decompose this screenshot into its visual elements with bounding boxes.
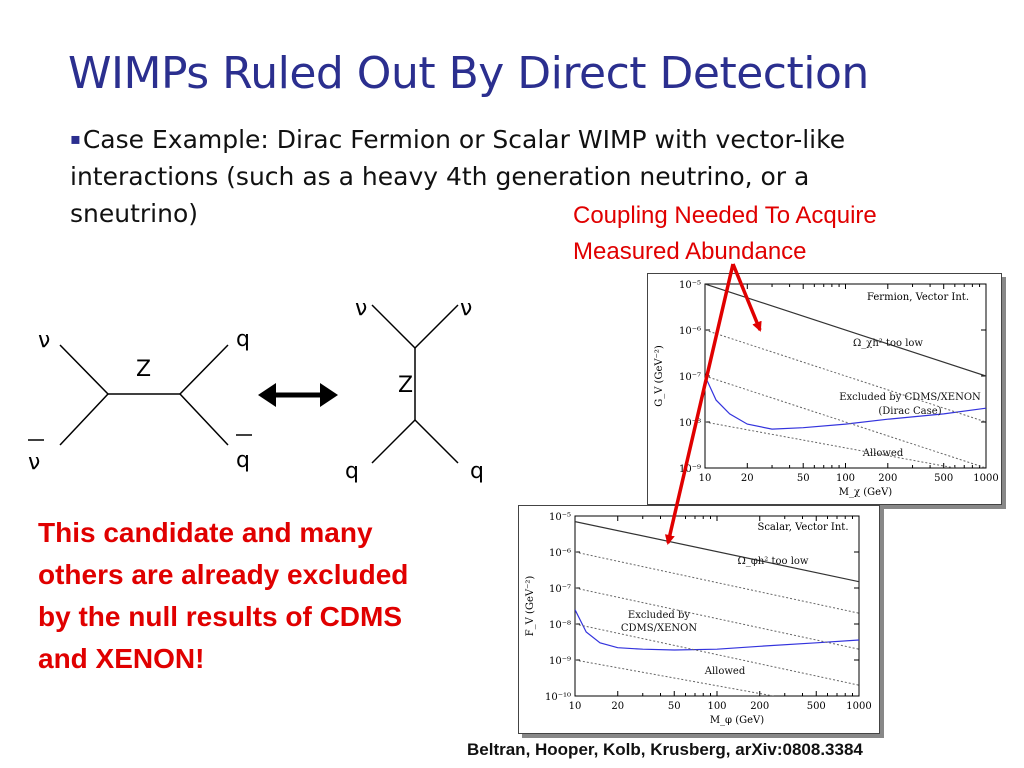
x-tick-label: 200 bbox=[750, 701, 769, 712]
x-tick-label: 100 bbox=[836, 473, 855, 484]
x-axis-label: M_φ (GeV) bbox=[710, 715, 764, 726]
x-tick-label: 10 bbox=[569, 701, 582, 712]
coupling-contour-line bbox=[705, 375, 986, 468]
exclusion-statement: This candidate and many others are alrea… bbox=[38, 512, 498, 680]
x-tick-label: 200 bbox=[878, 473, 897, 484]
plot-annotation: Scalar, Vector Int. bbox=[757, 522, 848, 533]
x-tick-label: 500 bbox=[934, 473, 953, 484]
relic-abundance-line bbox=[575, 521, 859, 583]
y-tick-label: 10⁻⁷ bbox=[679, 372, 701, 383]
exclusion-line: others are already excluded bbox=[38, 559, 409, 590]
region-label: Excluded by CDMS/XENON bbox=[839, 392, 981, 403]
x-tick-label: 100 bbox=[707, 701, 726, 712]
double-arrow-icon bbox=[258, 383, 338, 407]
s-channel-diagram bbox=[59, 344, 229, 446]
y-tick-label: 10⁻⁶ bbox=[679, 326, 701, 337]
bullet-point: ▪Case Example: Dirac Fermion or Scalar W… bbox=[70, 120, 930, 232]
series-group bbox=[705, 284, 986, 468]
antiquark-label: q bbox=[236, 448, 250, 473]
incoming-antineutrino-line bbox=[59, 393, 109, 446]
region-label: Allowed bbox=[704, 666, 746, 677]
region-label: Ω_χh² too low bbox=[853, 338, 923, 349]
x-tick-label: 20 bbox=[741, 473, 754, 484]
y-axis-label: F_V (GeV⁻²) bbox=[525, 576, 536, 637]
scalar-plot-svg: 10 20 50 100 200 500 1000 10⁻⁵ 10⁻⁶ 10⁻⁷ 10⁻⁸ 10⁻⁹ 1… bbox=[525, 512, 872, 726]
coupling-note: Coupling Needed To Acquire Measured Abun… bbox=[573, 198, 993, 270]
incoming-neutrino-line bbox=[59, 344, 109, 395]
region-label: CDMS/XENON bbox=[621, 623, 697, 634]
x-tick-label: 50 bbox=[797, 473, 810, 484]
z-boson-label: Z bbox=[398, 373, 413, 398]
y-tick-label: 10⁻⁷ bbox=[549, 584, 571, 595]
y-tick-label: 10⁻⁶ bbox=[549, 548, 571, 559]
outgoing-quark-line bbox=[179, 344, 229, 395]
x-tick-label: 1000 bbox=[846, 701, 871, 712]
y-axis-label: G_V (GeV⁻²) bbox=[654, 345, 665, 407]
neutrino-label: ν bbox=[355, 296, 367, 321]
neutrino-label: ν bbox=[460, 296, 472, 321]
scalar-exclusion-plot: 10 20 50 100 200 500 1000 10⁻⁵ 10⁻⁶ 10⁻⁷ 10⁻⁸ 10⁻⁹ 1… bbox=[518, 505, 880, 734]
coupling-contour-line bbox=[575, 623, 859, 686]
coupling-note-line: Coupling Needed To Acquire bbox=[573, 202, 877, 229]
quark-line bbox=[414, 419, 459, 464]
z-boson-label: Z bbox=[136, 357, 151, 382]
y-tick-label: 10⁻⁹ bbox=[679, 464, 701, 475]
bullet-text: Case Example: Dirac Fermion or Scalar WI… bbox=[70, 125, 846, 228]
neutrino-line bbox=[371, 304, 416, 349]
bullet-icon: ▪ bbox=[70, 129, 81, 148]
quark-line bbox=[371, 419, 416, 464]
exclusion-line: and XENON! bbox=[38, 643, 205, 674]
exclusion-line: This candidate and many bbox=[38, 517, 373, 548]
x-axis-label: M_χ (GeV) bbox=[839, 487, 893, 498]
antineutrino-label: ν bbox=[28, 450, 40, 475]
coupling-contour-line bbox=[575, 587, 859, 650]
plot-frame bbox=[704, 283, 987, 469]
t-channel-diagram bbox=[371, 304, 459, 464]
region-label: (Dirac Case) bbox=[878, 406, 941, 417]
region-label: Ω_φh² too low bbox=[738, 556, 809, 567]
quark-label: q bbox=[345, 459, 359, 484]
x-tick-label: 1000 bbox=[973, 473, 998, 484]
region-label: Excluded by bbox=[628, 610, 690, 621]
quark-label: q bbox=[470, 459, 484, 484]
y-tick-label: 10⁻¹⁰ bbox=[545, 692, 571, 703]
quark-label: q bbox=[236, 327, 250, 352]
y-tick-label: 10⁻⁵ bbox=[679, 280, 701, 291]
coupling-contour-line bbox=[575, 551, 859, 614]
exclusion-line: by the null results of CDMS bbox=[38, 601, 403, 632]
coupling-contour-line bbox=[705, 421, 955, 468]
coupling-contour-line bbox=[575, 659, 774, 696]
x-tick-label: 20 bbox=[611, 701, 624, 712]
region-label: Allowed bbox=[862, 448, 904, 459]
outgoing-antiquark-line bbox=[179, 393, 229, 446]
y-tick-label: 10⁻⁸ bbox=[549, 620, 571, 631]
y-tick-label: 10⁻⁹ bbox=[549, 656, 571, 667]
neutrino-line bbox=[414, 304, 459, 349]
exclusion-limit-curve bbox=[575, 609, 859, 651]
feynman-diagrams: ν ν Z q q ν ν Z q q bbox=[28, 296, 484, 484]
plot-annotation: Fermion, Vector Int. bbox=[867, 292, 969, 303]
coupling-contour-line bbox=[705, 329, 986, 423]
x-tick-label: 500 bbox=[807, 701, 826, 712]
citation: Beltran, Hooper, Kolb, Krusberg, arXiv:0… bbox=[467, 740, 863, 759]
x-tick-label: 50 bbox=[668, 701, 681, 712]
series-group bbox=[575, 521, 859, 696]
coupling-note-line: Measured Abundance bbox=[573, 238, 807, 265]
y-tick-label: 10⁻⁸ bbox=[679, 418, 701, 429]
neutrino-label: ν bbox=[38, 328, 50, 353]
y-tick-label: 10⁻⁵ bbox=[549, 512, 571, 523]
slide-title: WIMPs Ruled Out By Direct Detection bbox=[68, 48, 869, 99]
